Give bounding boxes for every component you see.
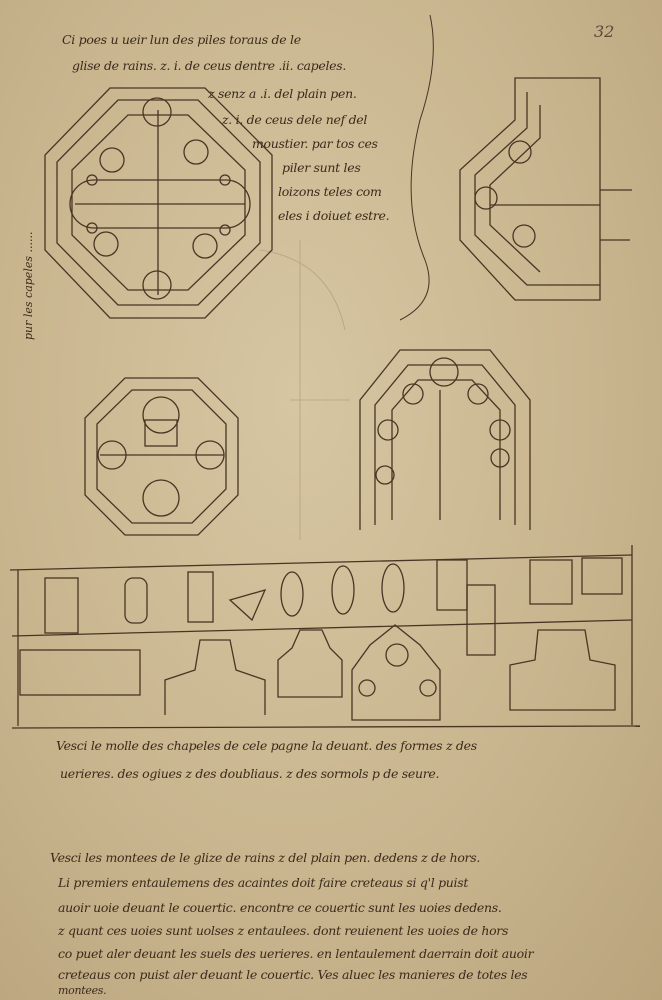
text-line: z quant ces uoies sunt uolses z entaulee… (58, 923, 509, 938)
text-line: auoir uoie deuant le couertic. encontre … (58, 900, 502, 915)
caption-line: uerieres. des ogiues z des doubliaus. z … (60, 766, 440, 781)
caption-line: loizons teles com (278, 184, 382, 199)
text-line: Vesci les montees de le glize de rains z… (50, 850, 481, 865)
caption-line: z. i. de ceus dele nef del (222, 112, 368, 127)
text-line: co puet aler deuant les suels des uerier… (58, 946, 534, 961)
pier-plan-half (459, 77, 632, 301)
pier-plan-small (84, 377, 239, 536)
folio-number: 32 (594, 22, 615, 41)
caption-line: Vesci le molle des chapeles de cele pagn… (56, 738, 477, 753)
caption-line: eles i doiuet estre. (278, 208, 390, 223)
pier-plan-arch (359, 349, 531, 530)
text-line: creteaus con puist aler deuant le couert… (58, 967, 528, 982)
caption-line: piler sunt les (282, 160, 361, 175)
pier-plan-large (44, 87, 273, 319)
caption-line: glise de rains. z. i. de ceus dentre .ii… (72, 58, 347, 73)
caption-line: moustier. par tos ces (252, 136, 378, 151)
caption-line: Ci poes u ueir lun des piles toraus de l… (62, 32, 301, 47)
text-line: Li premiers entaulemens des acaintes doi… (58, 875, 469, 890)
caption-line: z senz a .i. del plain pen. (208, 86, 357, 101)
text-line: montees. (58, 984, 107, 997)
molding-profiles (9, 545, 641, 729)
